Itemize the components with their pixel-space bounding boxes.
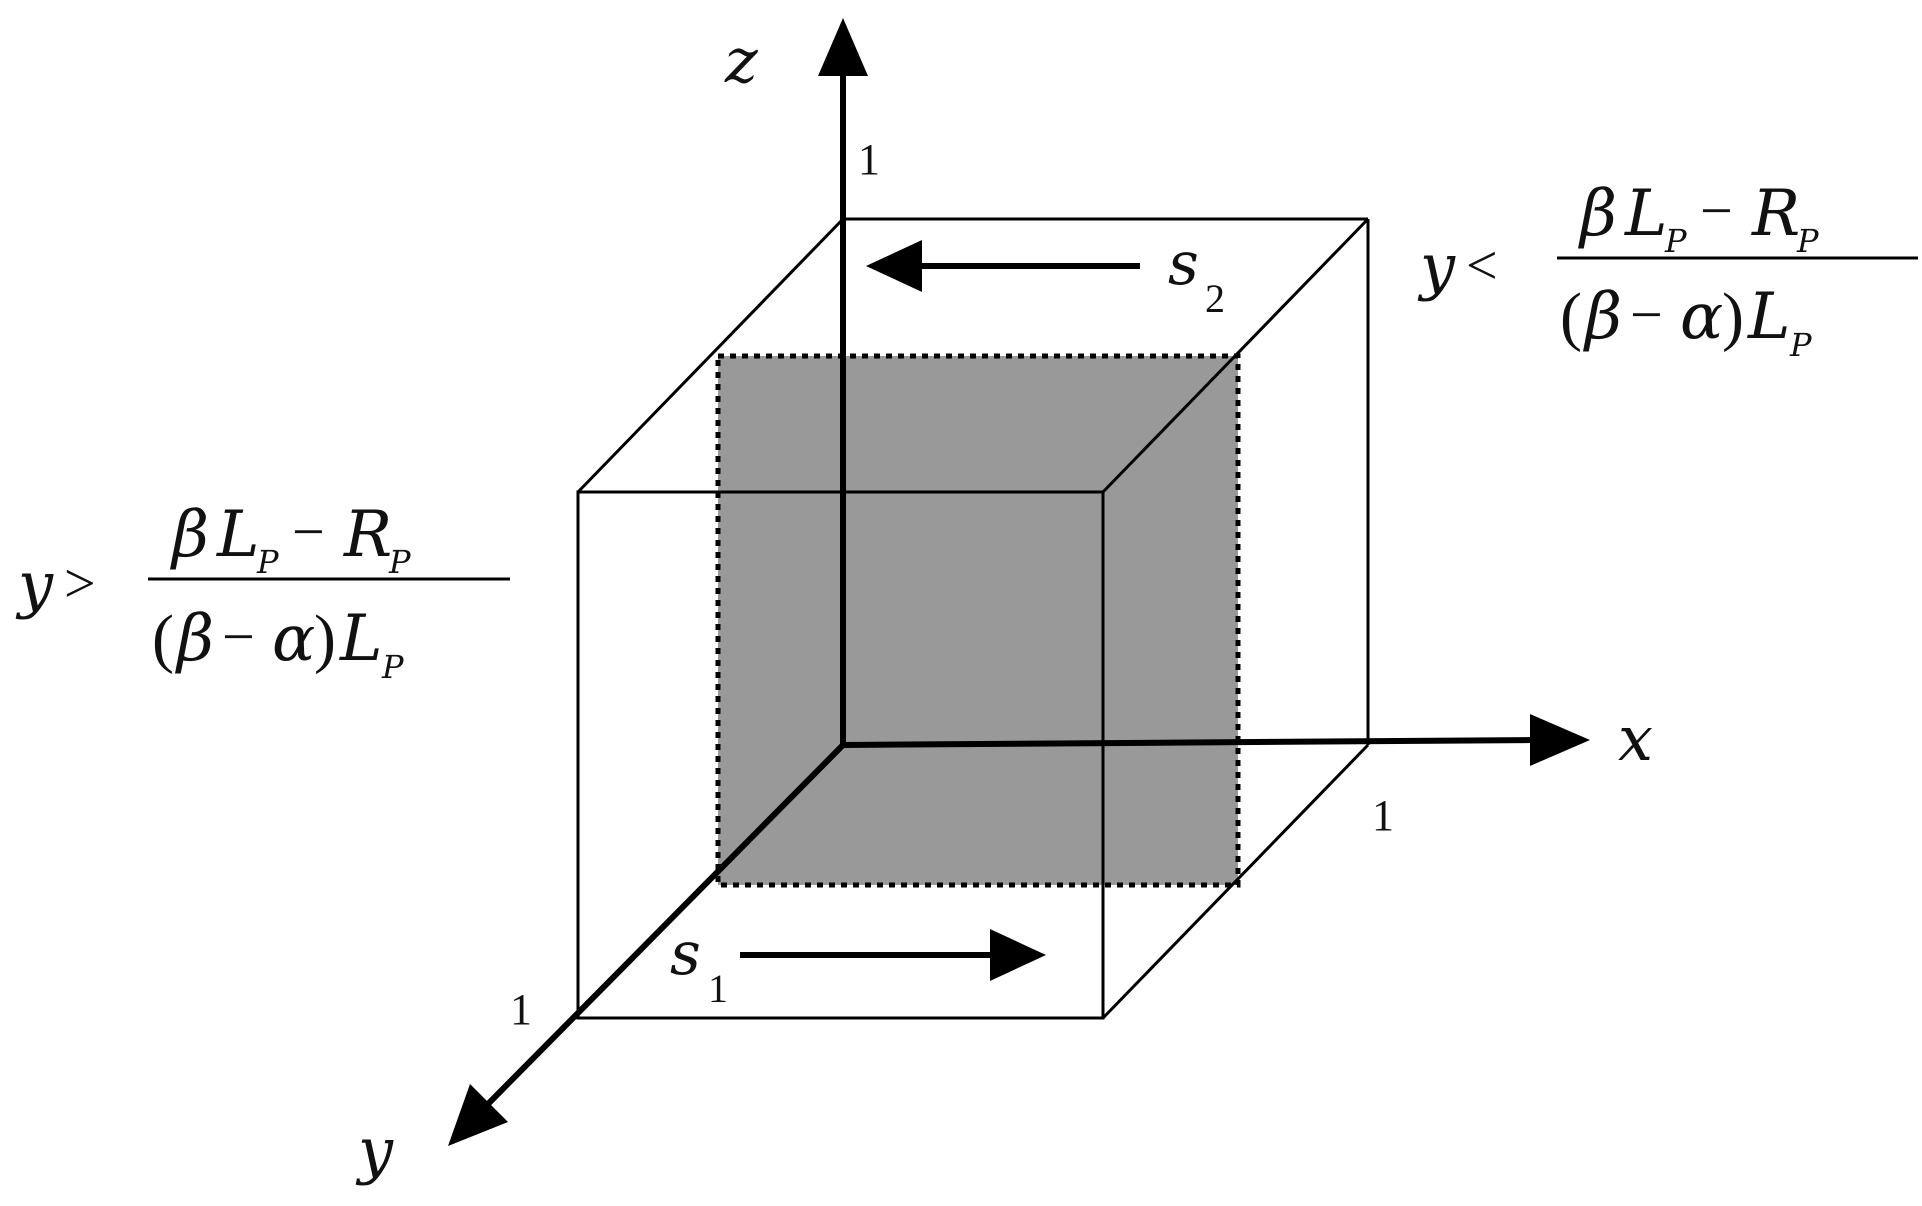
svg-text:<: < xyxy=(1466,235,1498,297)
svg-text:−: − xyxy=(1630,282,1663,347)
svg-text:L: L xyxy=(339,602,383,676)
y-axis-arrowhead xyxy=(448,1084,508,1146)
svg-text:β: β xyxy=(1583,280,1622,354)
s2-arrow xyxy=(866,240,1140,292)
svg-text:L: L xyxy=(216,498,260,572)
svg-text:P: P xyxy=(1789,326,1812,364)
svg-text:R: R xyxy=(343,498,392,572)
svg-text:1: 1 xyxy=(708,966,728,1011)
svg-text:P: P xyxy=(1796,222,1819,260)
svg-text:y: y xyxy=(1417,230,1456,303)
svg-text:(: ( xyxy=(1560,280,1582,353)
s1-arrow xyxy=(740,929,1046,981)
cube-side-edges xyxy=(576,217,1370,1020)
svg-text:): ) xyxy=(314,602,336,675)
svg-text:P: P xyxy=(381,648,404,686)
svg-text:P: P xyxy=(388,543,411,581)
svg-text:α: α xyxy=(1680,280,1723,354)
svg-text:−: − xyxy=(292,499,325,564)
z-axis xyxy=(818,18,868,745)
z-axis-label: z xyxy=(724,24,758,97)
shaded-plane-border xyxy=(715,353,1241,888)
y-axis xyxy=(448,742,846,1146)
svg-text:s: s xyxy=(1168,229,1199,299)
svg-text:y: y xyxy=(15,548,54,621)
svg-text:β: β xyxy=(170,498,209,572)
y-axis-label: y xyxy=(355,1114,394,1187)
svg-text:P: P xyxy=(256,543,279,581)
condition-lower: y > β L P − R P ( β − α ) L P xyxy=(15,498,510,686)
svg-text:2: 2 xyxy=(1205,276,1225,321)
x-axis xyxy=(842,714,1590,766)
svg-text:L: L xyxy=(1747,280,1791,354)
x-axis-arrowhead xyxy=(1530,714,1590,766)
svg-text:R: R xyxy=(1751,177,1800,251)
s1-label: s 1 xyxy=(670,919,728,1011)
svg-text:β: β xyxy=(1578,177,1617,251)
s2-label: s 2 xyxy=(1168,229,1225,321)
svg-text:): ) xyxy=(1722,280,1744,353)
cube-back-face xyxy=(843,217,1370,745)
condition-upper: y < β L P − R P ( β − α ) L P xyxy=(1417,177,1918,364)
cube-front-face xyxy=(576,490,1105,1020)
x-tick-label: 1 xyxy=(1372,791,1394,840)
svg-text:>: > xyxy=(64,553,96,615)
y-tick-label: 1 xyxy=(510,985,532,1034)
z-axis-arrowhead xyxy=(818,18,868,76)
svg-text:α: α xyxy=(272,602,315,676)
svg-text:P: P xyxy=(1664,222,1687,260)
svg-text:β: β xyxy=(175,602,214,676)
svg-text:−: − xyxy=(1700,178,1733,243)
svg-text:s: s xyxy=(670,919,701,989)
svg-text:L: L xyxy=(1624,177,1668,251)
svg-text:(: ( xyxy=(152,602,174,675)
z-tick-label: 1 xyxy=(858,135,880,184)
svg-text:−: − xyxy=(222,604,255,669)
x-axis-label: x xyxy=(1618,702,1653,775)
